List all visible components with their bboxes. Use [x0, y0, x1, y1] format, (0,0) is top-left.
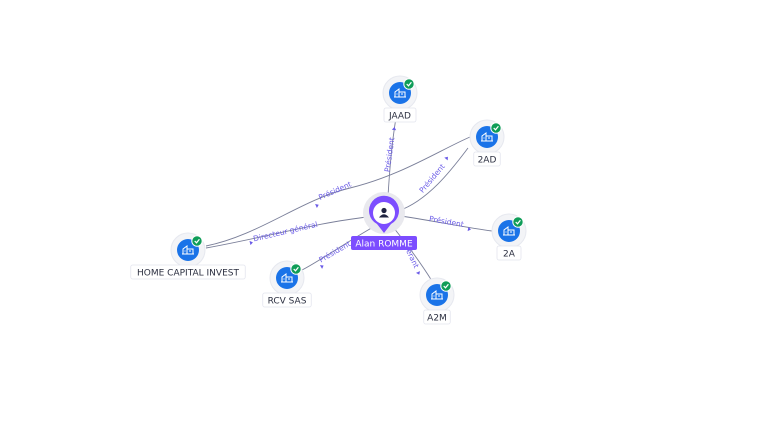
company-node-jaad[interactable]: JAAD [382, 75, 418, 123]
edge-alan-a2m[interactable]: Gérant [392, 226, 433, 282]
edge-alan-jaad[interactable]: Président [383, 111, 398, 197]
edge-arrow-icon [315, 203, 319, 209]
edges-layer: PrésidentPrésidentPrésidentGérantPréside… [205, 111, 493, 282]
company-node-a2m[interactable]: A2M [419, 277, 455, 325]
company-node-2ad[interactable]: 2AD [469, 119, 505, 167]
nodes-layer: JAAD 2AD 2A A2M RCV SAS HOME CAPITAL INVEST Al… [130, 75, 527, 325]
building-icon [431, 290, 443, 300]
edge-label: Directeur général [252, 220, 318, 244]
node-label-box [262, 292, 312, 308]
edge-label: Président [428, 214, 464, 229]
company-node-2a[interactable]: 2A [491, 213, 527, 261]
edge-arrow-icon [416, 271, 420, 275]
edge-arrow-icon [319, 265, 324, 269]
edge-line [392, 226, 433, 282]
edge-label: Président [383, 137, 397, 173]
verified-check-icon [403, 78, 415, 90]
node-label: 2A [503, 250, 516, 260]
edge-arrow-icon [467, 226, 471, 232]
edge-alan-2a[interactable]: Président [400, 214, 493, 232]
edge-alan-2ad[interactable]: Président [397, 147, 469, 212]
node-label-box [473, 151, 501, 167]
node-label: RCV SAS [268, 297, 307, 307]
node-label-box [130, 264, 246, 280]
building-icon [182, 245, 194, 255]
edge-label: Président [317, 179, 353, 201]
edge-line [301, 225, 376, 271]
building-icon [394, 88, 406, 98]
verified-check-icon [440, 280, 452, 292]
edge-line [205, 216, 369, 249]
node-label-box [496, 245, 522, 261]
verified-check-icon [490, 122, 502, 134]
building-icon [281, 273, 293, 283]
edge-line [397, 147, 469, 212]
building-icon [503, 226, 515, 236]
node-label-box [423, 309, 451, 325]
edge-arrow-icon [444, 156, 448, 161]
node-label: 2AD [478, 156, 497, 166]
verified-check-icon [290, 263, 302, 275]
verified-check-icon [512, 216, 524, 228]
edge-line [400, 215, 493, 232]
person-node-alan[interactable]: Alan ROMME [351, 192, 417, 250]
edge-line [205, 136, 471, 247]
node-label-box [383, 107, 417, 123]
node-label: HOME CAPITAL INVEST [137, 269, 239, 279]
person-label: Alan ROMME [355, 240, 413, 250]
node-label: JAAD [388, 112, 411, 122]
building-icon [481, 132, 493, 142]
person-icon [379, 207, 389, 218]
edge-label: Président [317, 239, 352, 264]
company-node-home[interactable]: HOME CAPITAL INVEST [130, 232, 246, 280]
verified-check-icon [191, 235, 203, 247]
node-label: A2M [427, 314, 447, 324]
company-node-rcv[interactable]: RCV SAS [262, 260, 312, 308]
person-label-box [351, 236, 417, 250]
edge-arrow-icon [249, 240, 253, 246]
edge-arrow-icon [391, 127, 397, 131]
